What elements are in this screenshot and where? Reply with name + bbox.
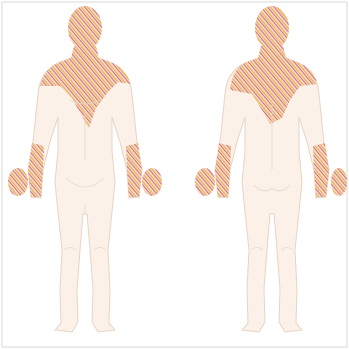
back-head — [255, 6, 289, 50]
back-left-hand — [195, 168, 215, 196]
front-left-hand — [8, 168, 28, 196]
front-view — [8, 6, 162, 332]
front-right-hand — [142, 168, 162, 196]
front-left-forearm-hand — [28, 143, 44, 197]
front-head — [68, 6, 102, 50]
back-view — [195, 6, 347, 332]
back-right-hand — [331, 168, 347, 196]
